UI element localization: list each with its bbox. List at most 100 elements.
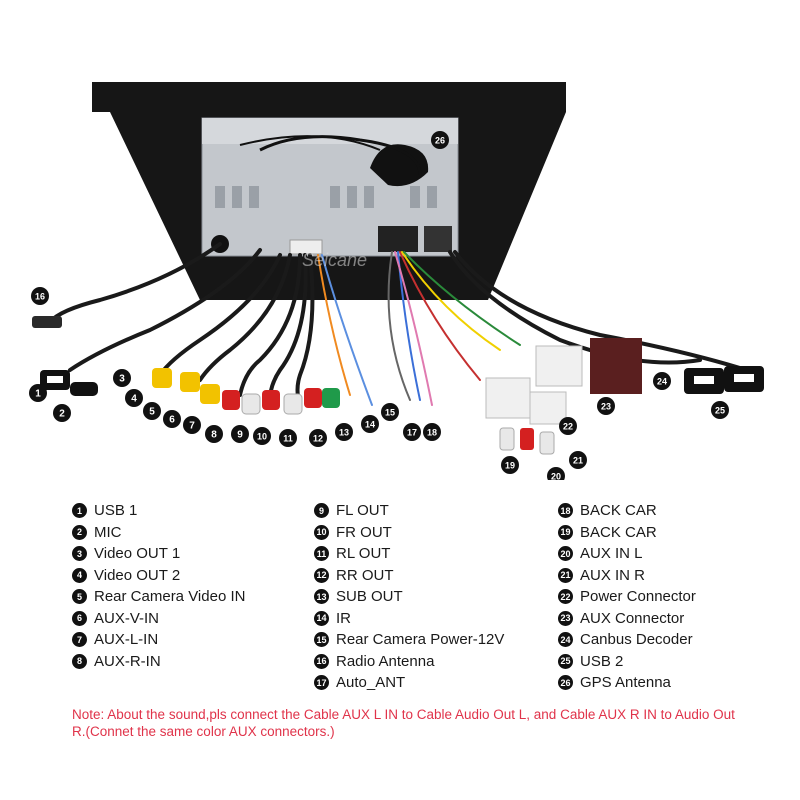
- legend-label: BACK CAR: [580, 502, 657, 520]
- callout-badge-2: 2: [53, 404, 71, 422]
- legend-number-badge: 14: [314, 610, 329, 626]
- legend-number-badge: 24: [558, 632, 573, 648]
- callout-badge-13: 13: [335, 423, 353, 441]
- svg-text:26: 26: [435, 136, 445, 146]
- callout-badge-16: 16: [31, 287, 49, 305]
- legend-label: RR OUT: [336, 566, 394, 584]
- svg-text:8: 8: [211, 430, 217, 441]
- svg-text:4: 4: [131, 394, 137, 405]
- callout-badge-22: 22: [559, 417, 577, 435]
- legend-label: SUB OUT: [336, 588, 403, 606]
- legend-label: Canbus Decoder: [580, 631, 693, 649]
- svg-text:24: 24: [657, 377, 667, 387]
- svg-text:18: 18: [427, 428, 437, 438]
- legend-number-badge: 1: [72, 503, 87, 519]
- legend-label: USB 2: [580, 652, 624, 670]
- legend-label: IR: [336, 609, 351, 627]
- legend-number-badge: 10: [314, 524, 329, 540]
- legend-number-badge: 8: [72, 653, 87, 669]
- callout-badge-20: 20: [547, 467, 565, 480]
- legend-number-badge: 12: [314, 567, 329, 583]
- callout-badge-10: 10: [253, 427, 271, 445]
- legend-label: Video OUT 2: [94, 566, 181, 584]
- svg-text:22: 22: [563, 422, 573, 432]
- legend-number-badge: 11: [314, 546, 329, 562]
- legend-item: 15 Rear Camera Power-12V: [314, 629, 504, 651]
- callout-badge-3: 3: [113, 369, 131, 387]
- callout-badge-18: 18: [423, 423, 441, 441]
- callout-badge-5: 5: [143, 402, 161, 420]
- legend-number-badge: 13: [314, 589, 329, 605]
- legend-item: 6 AUX-V-IN: [72, 608, 245, 630]
- svg-text:21: 21: [573, 456, 583, 466]
- legend-number-badge: 6: [72, 610, 87, 626]
- svg-text:14: 14: [365, 420, 375, 430]
- legend-item: 13 SUB OUT: [314, 586, 504, 608]
- legend-label: AUX IN L: [580, 545, 643, 563]
- sound-connection-note: Note: About the sound,pls connect the Ca…: [72, 707, 735, 739]
- callout-badge-8: 8: [205, 425, 223, 443]
- legend-item: 18 BACK CAR: [558, 500, 696, 522]
- callout-badge-11: 11: [279, 429, 297, 447]
- legend-number-badge: 17: [314, 675, 329, 691]
- legend-item: 12 RR OUT: [314, 565, 504, 587]
- legend-item: 11 RL OUT: [314, 543, 504, 565]
- legend-label: AUX-V-IN: [94, 609, 160, 627]
- svg-text:5: 5: [149, 407, 155, 418]
- svg-text:2: 2: [59, 409, 65, 420]
- legend-item: 23 AUX Connector: [558, 608, 696, 630]
- svg-text:23: 23: [601, 402, 611, 412]
- legend-item: 1 USB 1: [72, 500, 245, 522]
- svg-text:12: 12: [313, 434, 323, 444]
- legend-label: AUX Connector: [580, 609, 685, 627]
- legend-label: RL OUT: [336, 545, 391, 563]
- legend-item: 24 Canbus Decoder: [558, 629, 696, 651]
- legend-number-badge: 22: [558, 589, 573, 605]
- svg-text:16: 16: [35, 292, 45, 302]
- svg-text:11: 11: [283, 434, 293, 444]
- legend-label: Radio Antenna: [336, 652, 435, 670]
- legend-label: Video OUT 1: [94, 545, 181, 563]
- legend-number-badge: 18: [558, 503, 573, 519]
- callout-badge-26: 26: [431, 131, 449, 149]
- svg-text:15: 15: [385, 408, 395, 418]
- callout-badge-9: 9: [231, 425, 249, 443]
- svg-text:20: 20: [551, 472, 561, 481]
- legend-label: AUX IN R: [580, 566, 646, 584]
- callout-badge-1: 1: [29, 384, 47, 402]
- legend-item: 17 Auto_ANT: [314, 672, 504, 694]
- callout-badge-21: 21: [569, 451, 587, 469]
- legend-label: USB 1: [94, 502, 138, 520]
- legend-number-badge: 16: [314, 653, 329, 669]
- legend-number-badge: 9: [314, 503, 329, 519]
- legend-number-badge: 23: [558, 610, 573, 626]
- callout-badge-24: 24: [653, 372, 671, 390]
- legend-label: Rear Camera Power-12V: [336, 631, 505, 649]
- legend-item: 9 FL OUT: [314, 500, 504, 522]
- legend-number-badge: 2: [72, 524, 87, 540]
- legend-number-badge: 21: [558, 567, 573, 583]
- callout-badge-6: 6: [163, 410, 181, 428]
- legend-number-badge: 15: [314, 632, 329, 648]
- svg-text:10: 10: [257, 432, 267, 442]
- legend-label: FL OUT: [336, 502, 389, 520]
- legend-label: Rear Camera Video IN: [94, 588, 246, 606]
- callout-badge-17: 17: [403, 423, 421, 441]
- legend-label: Auto_ANT: [336, 674, 406, 692]
- svg-text:9: 9: [237, 430, 243, 441]
- callout-badge-4: 4: [125, 389, 143, 407]
- svg-text:6: 6: [169, 415, 175, 426]
